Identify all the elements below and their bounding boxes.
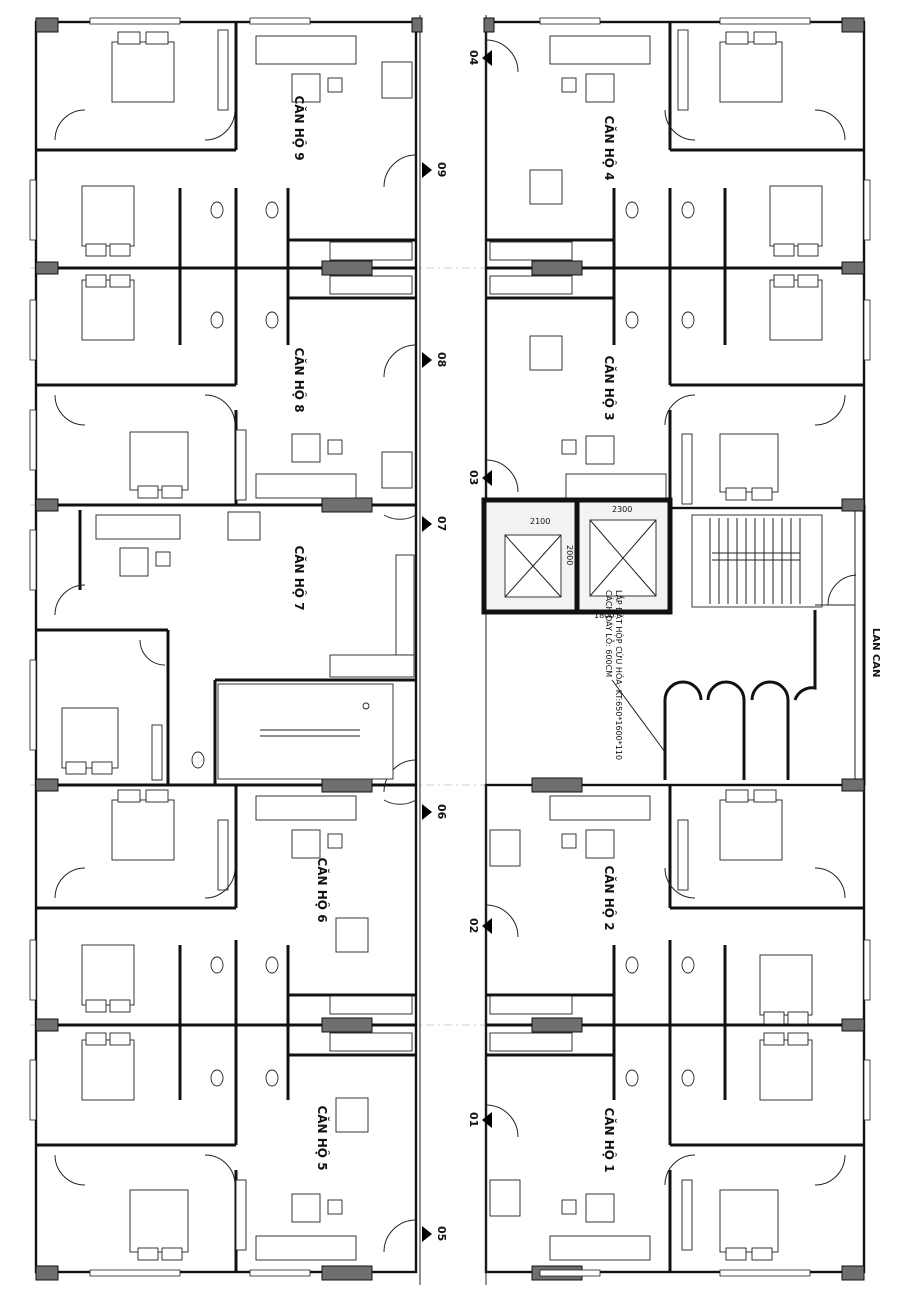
bed-icon <box>129 1189 189 1261</box>
bed-icon <box>719 433 779 501</box>
fire-box-note-2: CÁCH ĐÁY LỖ: 600CM <box>604 590 616 677</box>
bed-icon <box>81 944 135 1013</box>
building-walls <box>34 15 866 1285</box>
door-arrow-icon <box>422 1226 432 1242</box>
door-arrow-icon <box>422 804 432 820</box>
door-number-door-02: 02 <box>467 918 480 933</box>
fire-box-note-1: LẮP ĐẶT HỘP CỨU HỎA: KT:650*1600*110 <box>613 590 626 760</box>
door-number-door-06: 06 <box>435 804 448 820</box>
door-number-door-04: 04 <box>467 50 480 66</box>
bed-icon <box>129 431 189 499</box>
bed-icon <box>111 789 175 861</box>
bed-icon <box>81 185 135 257</box>
door-arrow-icon <box>482 50 492 66</box>
apartment-label-can-ho-7: CĂN HỘ 7 <box>292 545 307 610</box>
bed-icon <box>759 1032 813 1101</box>
toilets <box>191 201 695 1087</box>
door-arrow-icon <box>422 352 432 368</box>
apartment-label-can-ho-9: CĂN HỘ 9 <box>292 95 307 160</box>
door-number-door-05: 05 <box>435 1226 448 1241</box>
door-arrow-icon <box>482 470 492 486</box>
door-swings <box>54 39 846 1253</box>
door-number-door-01: 01 <box>467 1112 480 1127</box>
apartment-label-can-ho-5: CĂN HỘ 5 <box>315 1105 330 1170</box>
bed-icon <box>81 1032 135 1101</box>
apartment-label-can-ho-6: CĂN HỘ 6 <box>315 857 330 922</box>
apartment-label-can-ho-8: CĂN HỘ 8 <box>292 347 307 412</box>
bed-icon <box>111 31 175 103</box>
door-arrow-icon <box>422 516 432 532</box>
wardrobes <box>151 29 693 1251</box>
lift-dim-1: 2100 <box>530 517 550 526</box>
bed-icon <box>719 1189 779 1261</box>
structural-columns <box>35 17 865 1281</box>
apartment-labels: CĂN HỘ 9 CĂN HỘ 8 CĂN HỘ 7 CĂN HỘ 6 CĂN HỘ 5… <box>292 95 617 1172</box>
apartment-label-can-ho-4: CĂN HỘ 4 <box>602 115 617 180</box>
balcony-rooms <box>663 574 857 780</box>
apartment-label-can-ho-1: CĂN HỘ 1 <box>602 1107 617 1172</box>
bed-icon <box>61 707 119 775</box>
beds <box>61 31 823 1261</box>
stairs-right <box>691 514 823 608</box>
stairs-left <box>217 683 394 780</box>
door-markers: 09 08 07 06 05 04 03 02 01 <box>422 50 492 1242</box>
grid-lines <box>30 267 870 1026</box>
apartment-label-can-ho-3: CĂN HỘ 3 <box>602 355 617 420</box>
bed-icon <box>719 789 783 861</box>
bed-icon <box>759 954 813 1025</box>
balcony-label: LAN CAN <box>870 628 881 677</box>
bed-icon <box>81 274 135 341</box>
door-number-door-08: 08 <box>435 352 448 367</box>
door-number-door-09: 09 <box>435 162 448 177</box>
bed-icon <box>769 274 823 341</box>
door-number-door-03: 03 <box>467 470 480 485</box>
bed-icon <box>769 185 823 257</box>
door-arrow-icon <box>422 162 432 178</box>
windows <box>29 17 871 1277</box>
lift-dim-2: 2300 <box>612 505 632 514</box>
door-number-door-07: 07 <box>435 516 448 531</box>
lift-core: 2100 2300 2000 1800 LẮP ĐẶT HỘP CỨU HỎA:… <box>481 497 673 760</box>
right-wing-partitions <box>286 22 864 1272</box>
kitchen-counters <box>329 241 573 1052</box>
apartment-label-can-ho-2: CĂN HỘ 2 <box>602 865 617 930</box>
bed-icon <box>719 31 783 103</box>
dining-tables <box>227 61 563 1217</box>
lift-dim-3: 2000 <box>565 545 574 565</box>
core-small-dim: 1800 <box>594 611 614 620</box>
door-arrow-icon <box>482 1112 492 1128</box>
door-arrow-icon <box>482 918 492 934</box>
living-furniture <box>95 35 667 1261</box>
